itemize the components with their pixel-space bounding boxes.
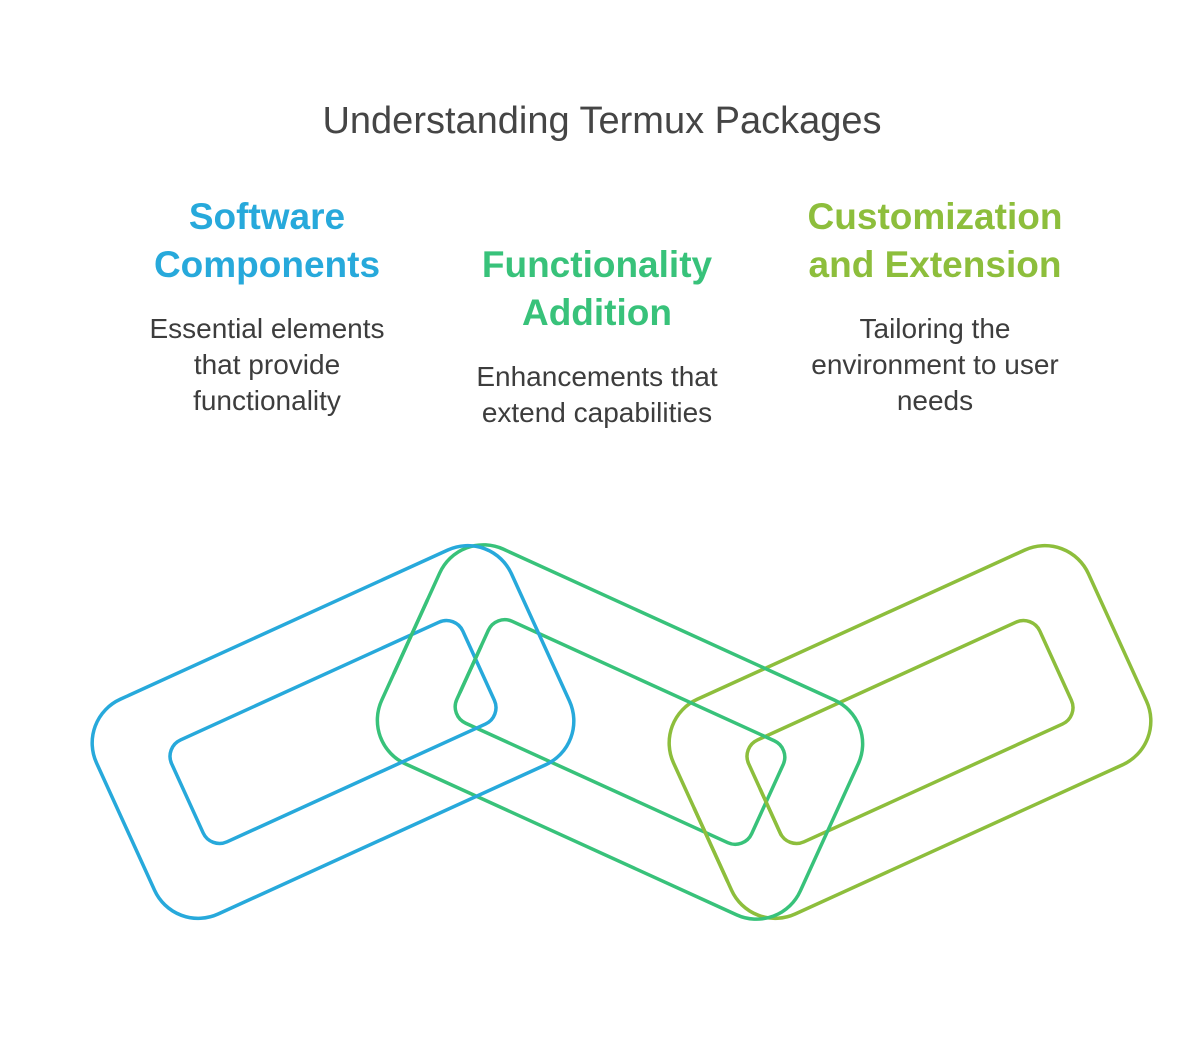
item-title: Customization and Extension — [807, 196, 1063, 285]
item-functionality-addition: Functionality Addition Enhancements that… — [447, 241, 747, 431]
item-title: Software Components — [153, 196, 381, 285]
item-software-components: Software Components Essential elements t… — [112, 193, 422, 419]
chain-link-icon — [667, 543, 1153, 921]
item-customization-extension: Customization and Extension Tailoring th… — [780, 193, 1090, 419]
page-title: Understanding Termux Packages — [322, 100, 882, 142]
chain-link-icon — [375, 543, 865, 921]
chain-link-icon — [90, 543, 576, 921]
item-description: Enhancements that extend capabilities — [476, 361, 718, 428]
item-description: Essential elements that provide function… — [149, 313, 385, 416]
item-title: Functionality Addition — [481, 244, 713, 333]
item-description: Tailoring the environment to user needs — [811, 313, 1059, 416]
